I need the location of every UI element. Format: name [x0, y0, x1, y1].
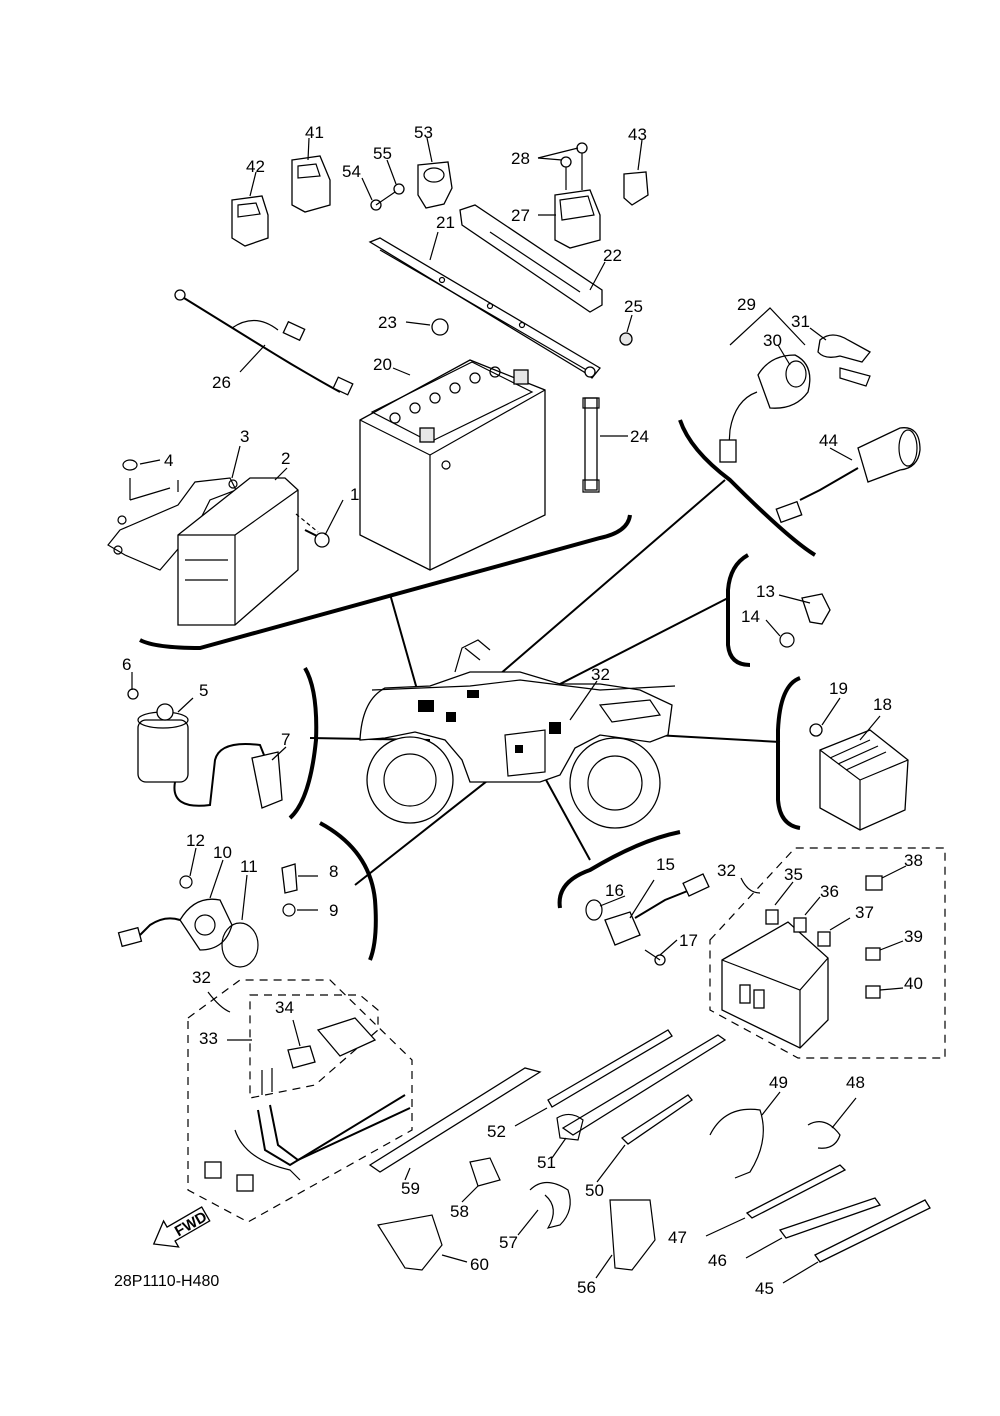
part-label-3: 3	[240, 427, 249, 446]
ignition-coil	[127, 688, 283, 809]
part-label-58: 58	[450, 1202, 469, 1221]
part-label-60: 60	[470, 1255, 489, 1274]
part-label-37: 37	[855, 903, 874, 922]
part-label-22: 22	[603, 246, 622, 265]
part-label-24: 24	[630, 427, 649, 446]
part-number-labels: 1 2 3 4 5 6 7 8 9 10 11 12 13 14 15 16 1…	[122, 123, 923, 1298]
battery-cable	[174, 289, 354, 396]
part-label-54: 54	[342, 162, 361, 181]
part-label-50: 50	[585, 1181, 604, 1200]
part-label-21: 21	[436, 213, 455, 232]
part-label-19: 19	[829, 679, 848, 698]
part-label-2: 2	[281, 449, 290, 468]
part-label-4: 4	[164, 451, 173, 470]
part-label-44: 44	[819, 431, 838, 450]
part-label-10: 10	[213, 843, 232, 862]
crank-sensors	[117, 863, 298, 968]
part-label-16: 16	[605, 881, 624, 900]
power-outlet	[775, 427, 921, 524]
part-label-1: 1	[350, 485, 359, 504]
part-label-49: 49	[769, 1073, 788, 1092]
part-label-46: 46	[708, 1251, 727, 1270]
part-label-32-atv: 32	[591, 665, 610, 684]
part-label-28: 28	[511, 149, 530, 168]
part-label-15: 15	[656, 855, 675, 874]
part-label-57: 57	[499, 1233, 518, 1252]
part-label-45: 45	[755, 1279, 774, 1298]
part-label-27: 27	[511, 206, 530, 225]
sensor-section-outline	[319, 821, 378, 961]
switch-section-outline	[726, 553, 751, 667]
part-label-32-harness: 32	[192, 968, 211, 987]
part-label-20: 20	[373, 355, 392, 374]
battery-section-outline	[139, 514, 632, 651]
part-label-9: 9	[329, 901, 338, 920]
battery-band	[368, 204, 633, 493]
ignition-switch	[719, 334, 871, 463]
key-section-outline	[678, 419, 817, 557]
part-label-14: 14	[741, 607, 760, 626]
part-label-42: 42	[246, 157, 265, 176]
part-label-18: 18	[873, 695, 892, 714]
part-label-7: 7	[281, 730, 290, 749]
part-label-17: 17	[679, 931, 698, 950]
section-outlines	[139, 419, 817, 961]
cable-ties-and-clamps	[368, 1029, 931, 1271]
part-label-35: 35	[784, 865, 803, 884]
part-label-13: 13	[756, 582, 775, 601]
part-label-40: 40	[904, 974, 923, 993]
part-label-43: 43	[628, 125, 647, 144]
part-label-31: 31	[791, 312, 810, 331]
relay-components	[231, 142, 649, 249]
part-label-36: 36	[820, 882, 839, 901]
speed-sensor-section-outline	[557, 830, 681, 909]
part-label-5: 5	[199, 681, 208, 700]
part-label-56: 56	[577, 1278, 596, 1297]
battery	[359, 359, 546, 571]
coil-section-outline	[288, 666, 319, 820]
part-label-6: 6	[122, 655, 131, 674]
part-label-48: 48	[846, 1073, 865, 1092]
part-label-11: 11	[240, 857, 258, 876]
part-label-38: 38	[904, 851, 923, 870]
part-label-8: 8	[329, 862, 338, 881]
part-label-30: 30	[763, 331, 782, 350]
part-label-23: 23	[378, 313, 397, 332]
part-label-39: 39	[904, 927, 923, 946]
fwd-arrow: FWD	[152, 1206, 211, 1248]
rectifier-section-outline	[776, 676, 801, 830]
part-label-25: 25	[624, 297, 643, 316]
speed-sensor	[585, 873, 710, 966]
part-label-59: 59	[401, 1179, 420, 1198]
rectifier	[809, 723, 909, 831]
part-label-41: 41	[305, 123, 324, 142]
part-label-34: 34	[275, 998, 294, 1017]
diagram-code: 28P1110-H480	[114, 1273, 219, 1290]
part-label-12: 12	[186, 831, 205, 850]
part-label-53: 53	[414, 123, 433, 142]
part-label-26: 26	[212, 373, 231, 392]
callout-leaders	[131, 137, 907, 1284]
part-label-33: 33	[199, 1029, 218, 1048]
atv-illustration	[359, 639, 676, 829]
part-label-55: 55	[373, 144, 392, 163]
part-label-52: 52	[487, 1122, 506, 1141]
part-label-47: 47	[668, 1228, 687, 1247]
ecu-unit	[107, 459, 330, 626]
fuse-box-group	[709, 847, 946, 1059]
temp-switch	[779, 593, 831, 648]
part-label-29: 29	[737, 295, 756, 314]
wire-harness-group	[187, 979, 413, 1223]
part-label-32-fuse: 32	[717, 861, 736, 880]
part-label-51: 51	[537, 1153, 556, 1172]
